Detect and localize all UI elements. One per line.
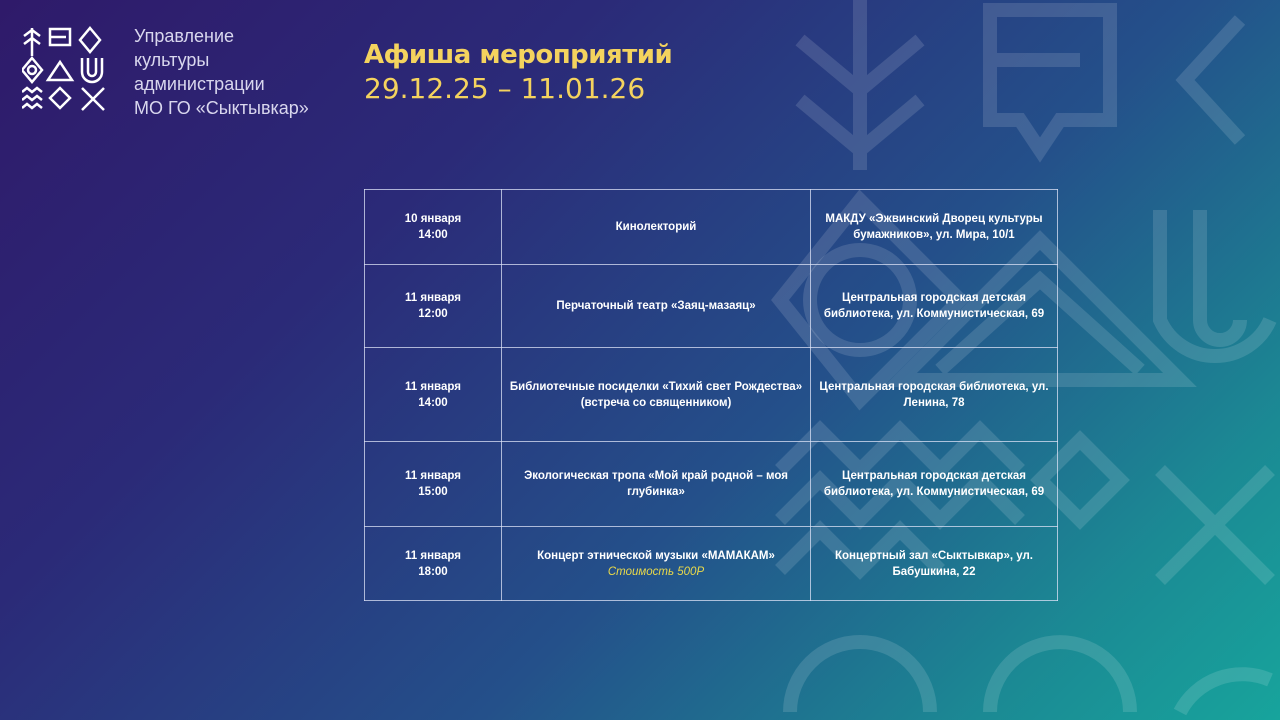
- date-range: 29.12.25 – 11.01.26: [364, 72, 646, 105]
- event-date: 11 января: [405, 549, 461, 562]
- table-row: 11 января 15:00 Экологическая тропа «Мой …: [364, 441, 1058, 527]
- event-time: 15:00: [418, 486, 448, 498]
- event-place: Центральная городская детская библиотека…: [810, 441, 1058, 527]
- date-cell: 10 января 14:00: [364, 189, 502, 265]
- table-row: 10 января 14:00 Кинолекторий МАКДУ «Эжвин…: [364, 189, 1058, 265]
- date-cell: 11 января 15:00: [364, 441, 502, 527]
- org-line: культуры: [134, 50, 210, 70]
- event-place: Центральная городская библиотека, ул. Ле…: [810, 347, 1058, 442]
- page-title: Афиша мероприятий: [364, 40, 673, 70]
- table-row: 11 января 14:00 Библиотечные посиделки «Т…: [364, 347, 1058, 442]
- org-line: администрации: [134, 74, 265, 94]
- date-cell: 11 января 14:00: [364, 347, 502, 442]
- events-table: 10 января 14:00 Кинолекторий МАКДУ «Эжвин…: [364, 189, 1058, 601]
- event-name: Кинолекторий: [501, 189, 811, 265]
- event-place: Центральная городская детская библиотека…: [810, 264, 1058, 348]
- event-date: 11 января: [405, 380, 461, 393]
- org-line: Управление: [134, 26, 235, 46]
- event-time: 14:00: [418, 229, 448, 241]
- org-line: МО ГО «Сыктывкар»: [134, 98, 309, 118]
- table-row: 11 января 12:00 Перчаточный театр «Заяц-м…: [364, 264, 1058, 348]
- table-row: 11 января 18:00 Концерт этнической музыки…: [364, 526, 1058, 601]
- event-name: Библиотечные посиделки «Тихий свет Рожде…: [501, 347, 811, 442]
- event-date: 11 января: [405, 292, 461, 304]
- event-time: 14:00: [418, 396, 448, 409]
- event-name: Перчаточный театр «Заяц-мазаяц»: [501, 264, 811, 348]
- event-name-cell: Концерт этнической музыки «МАМАКАМ» Стоим…: [501, 526, 811, 601]
- organization-name: Управление культуры администрации МО ГО …: [134, 24, 309, 120]
- logo-icon: [22, 26, 105, 111]
- event-name: Концерт этнической музыки «МАМАКАМ»: [537, 549, 775, 562]
- event-time: 12:00: [418, 308, 448, 320]
- event-name: Экологическая тропа «Мой край родной – м…: [501, 441, 811, 527]
- date-cell: 11 января 12:00: [364, 264, 502, 348]
- date-cell: 11 января 18:00: [364, 526, 502, 601]
- event-place: Концертный зал «Сыктывкар», ул. Бабушкин…: [810, 526, 1058, 601]
- event-place: МАКДУ «Эжвинский Дворец культуры бумажни…: [810, 189, 1058, 265]
- event-time: 18:00: [418, 565, 448, 578]
- event-price: Стоимость 500Р: [607, 565, 705, 578]
- event-date: 11 января: [405, 470, 461, 482]
- event-date: 10 января: [404, 213, 462, 225]
